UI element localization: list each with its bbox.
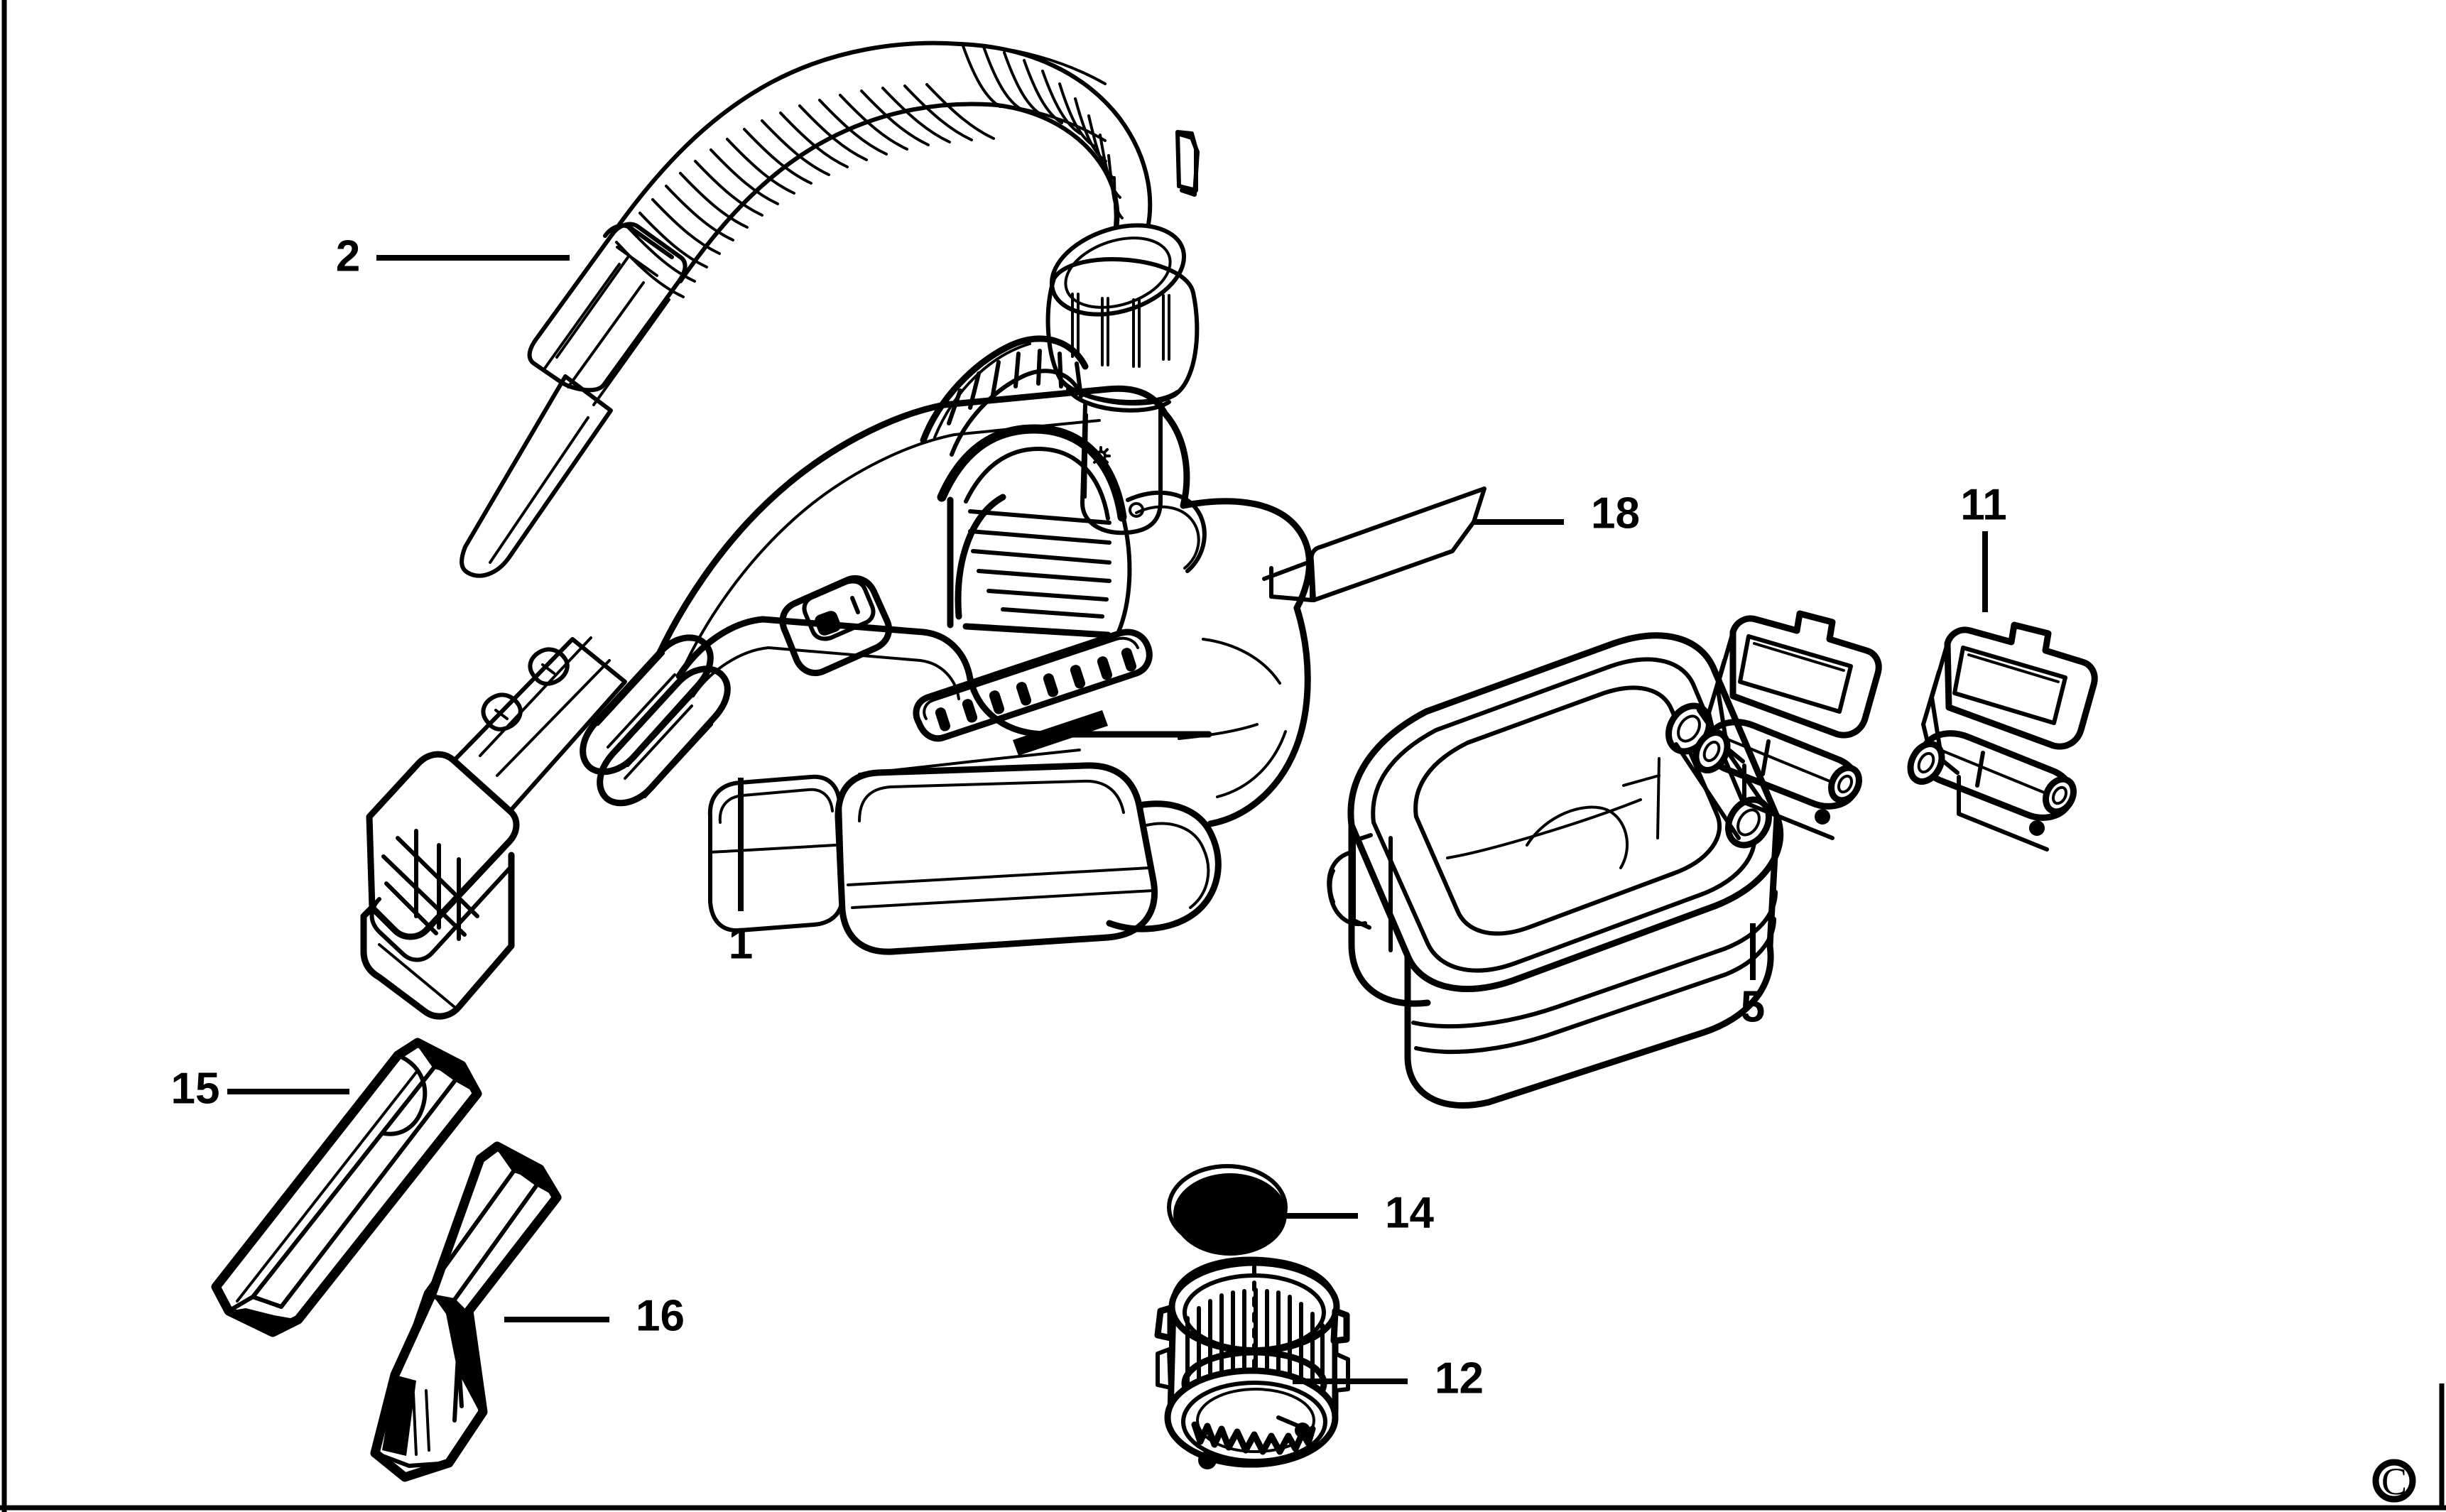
latch-clip-right: [1907, 621, 2098, 852]
filter-pleats: [1183, 1265, 1326, 1401]
callout-14: 14: [1248, 1188, 1434, 1237]
copyright-mark: C: [2372, 1459, 2416, 1503]
callout-number-15: 15: [171, 1064, 220, 1113]
part-brush-nozzle: [370, 1141, 562, 1482]
container-hinge-barrels: [1665, 702, 1772, 849]
part-crevice-nozzle: [211, 1038, 482, 1337]
callout-number-18: 18: [1591, 489, 1640, 538]
trigger-switch[interactable]: [779, 575, 892, 676]
latch-clip-left: [1692, 610, 1882, 840]
callout-11: 11: [1960, 480, 2007, 612]
callout-number-14: 14: [1385, 1188, 1434, 1237]
callout-number-16: 16: [636, 1291, 685, 1340]
callout-number-5: 5: [1741, 982, 1765, 1031]
housing-vent-grille: [913, 629, 1153, 756]
nozzle-collar: [580, 634, 731, 807]
callout-1: 1: [729, 778, 753, 968]
callout-number-12: 12: [1435, 1354, 1484, 1403]
callout-5: 5: [1741, 923, 1765, 1031]
callout-12: 12: [1293, 1354, 1484, 1403]
callout-16: 16: [504, 1291, 685, 1340]
part-blower-main-housing: [360, 335, 1312, 1020]
part-warning-label-decal: [1262, 486, 1486, 602]
callout-18: 18: [1474, 489, 1640, 538]
copyright-letter: C: [2381, 1460, 2407, 1503]
callout-2: 2: [336, 232, 570, 281]
part-latch-clips: [1692, 610, 2098, 852]
part-filter-cartridge: [1154, 1256, 1350, 1469]
callout-number-2: 2: [336, 232, 360, 281]
blower-housing-shell: [654, 335, 1312, 955]
callout-number-11: 11: [1960, 480, 2007, 529]
blower-nozzle-snout: [360, 751, 520, 1020]
part-filter-end-cap: [1167, 1164, 1288, 1256]
callout-number-1: 1: [729, 919, 753, 968]
part-flexible-hose: [460, 40, 1200, 578]
callout-15: 15: [171, 1064, 349, 1113]
part-dust-container: [1327, 632, 1784, 1109]
callout-layer: 2 1 18 11 5: [171, 232, 2007, 1403]
